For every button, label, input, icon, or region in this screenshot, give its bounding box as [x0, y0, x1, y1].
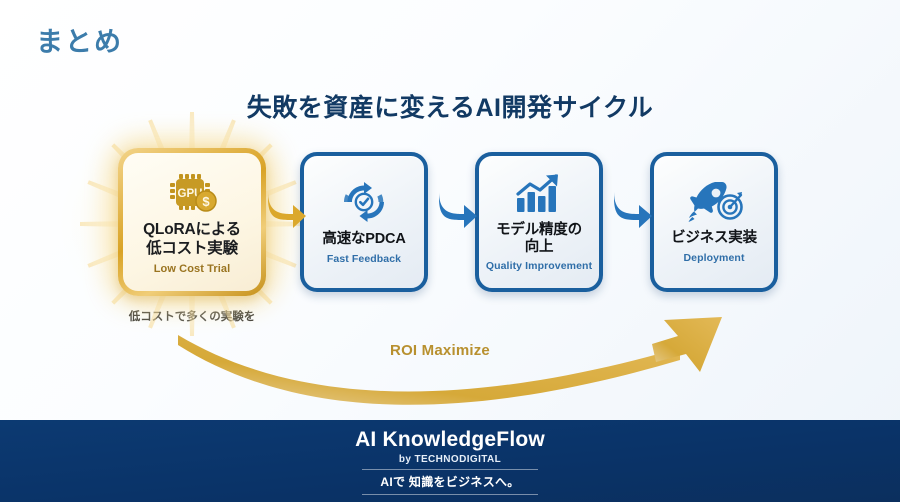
- flow-card-quality-improvement[interactable]: モデル精度の 向上 Quality Improvement: [475, 152, 603, 292]
- bar-chart-growth-icon: [513, 172, 565, 216]
- gpu-chip-dollar-icon: GPU $: [164, 169, 220, 215]
- flow-card-subtitle: Low Cost Trial: [153, 262, 231, 275]
- arrow-blue-2-icon: [614, 192, 652, 228]
- tagline-container: AIで 知識をビジネスへ。: [362, 468, 538, 495]
- flow-card-title: ビジネス実装: [671, 230, 757, 247]
- flow-card-low-cost-trial[interactable]: GPU $ QLoRAによる 低コスト実験 Low Cost Trial: [118, 148, 266, 296]
- flow-card-title-line1: QLoRAによる: [143, 221, 241, 239]
- flow-card-title-line2: 向上: [524, 239, 554, 255]
- arrow-gold-icon: [268, 192, 306, 228]
- flow-card-title: 高速なPDCA: [322, 231, 406, 248]
- flow-card-fast-feedback[interactable]: 高速なPDCA Fast Feedback: [300, 152, 428, 292]
- flow-card-title: QLoRAによる 低コスト実験: [143, 221, 241, 258]
- flow-card-title-line1: モデル精度の: [496, 221, 582, 238]
- brand-byline: by TECHNODIGITAL: [398, 453, 502, 465]
- page-title: 失敗を資産に変えるAI開発サイクル: [246, 94, 654, 122]
- svg-text:$: $: [202, 194, 210, 209]
- section-label: まとめ: [36, 27, 123, 57]
- flow-diagram: GPU $ QLoRAによる 低コスト実験 Low Cost Trial 低コス…: [0, 112, 900, 338]
- roi-arrow-group: ROI Maximize: [0, 300, 900, 410]
- rocket-target-icon: [685, 180, 743, 224]
- roi-curve-icon: [178, 317, 722, 405]
- roi-label: ROI Maximize: [390, 342, 490, 359]
- arrow-blue-1-icon: [439, 192, 477, 228]
- flow-card-subtitle: Quality Improvement: [485, 260, 593, 273]
- footer-bar: AI KnowledgeFlow by TECHNODIGITAL AIで 知識…: [0, 420, 900, 502]
- tagline: AIで 知識をビジネスへ。: [380, 474, 520, 489]
- brand-name: AI KnowledgeFlow: [355, 427, 545, 451]
- flow-card-subtitle: Deployment: [683, 251, 745, 264]
- pdca-cycle-check-icon: [341, 179, 387, 225]
- flow-card-title-line2: 低コスト実験: [146, 239, 238, 257]
- flow-card-title: モデル精度の 向上: [496, 222, 582, 256]
- flow-card-subtitle: Fast Feedback: [326, 252, 402, 265]
- flow-card-deployment[interactable]: ビジネス実装 Deployment: [650, 152, 778, 292]
